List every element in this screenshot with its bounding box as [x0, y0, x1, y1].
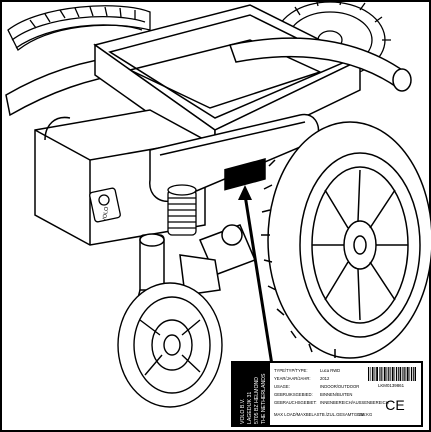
label-address-block: VOLO B.V. LAGEDIJK 31 5705 BZ HELMOND TH… — [240, 373, 267, 424]
leader-line — [243, 194, 274, 366]
drive-wheel — [261, 121, 431, 359]
rear-left-wheel — [7, 5, 151, 52]
label-row-value-3: INDOOR/OUTDOOR — [320, 384, 359, 389]
label-row-key-2: YEAR/JAAR/JAHR: — [274, 376, 311, 381]
front-caster-wheel — [117, 282, 223, 408]
label-address-line-2: LAGEDIJK 31 — [247, 392, 253, 424]
right-tube-frame — [229, 37, 412, 92]
label-address-line-3: 5705 BZ HELMOND — [254, 377, 260, 424]
leader-arrowhead — [238, 185, 252, 200]
identification-label: VOLO B.V. LAGEDIJK 31 5705 BZ HELMOND TH… — [231, 361, 423, 427]
label-address-line-4: THE NETHERLANDS — [261, 373, 267, 424]
label-address-line-1: VOLO B.V. — [240, 399, 246, 424]
label-row-value-1: Luca RWD — [320, 368, 340, 373]
label-row-value-2: 2012 — [320, 376, 330, 381]
volo-logo: VOLO — [89, 187, 121, 223]
serial-number: LKM0139861 — [378, 383, 405, 388]
label-row-value-4: BINNEN/BUITEN — [320, 392, 352, 397]
label-row-key-5: GEBRAUCHSGEBIET: — [274, 400, 317, 405]
label-address-band — [232, 362, 270, 426]
label-row-key-3: USAGE: — [274, 384, 290, 389]
label-location-marker — [224, 158, 266, 191]
label-row-key-4: GEBRUIKSGEBIED: — [274, 392, 313, 397]
ce-mark-icon: CE — [385, 397, 404, 413]
logo-text: VOLO — [102, 206, 111, 223]
barcode — [368, 367, 416, 381]
front-frame-tube — [149, 113, 320, 202]
suspension-spring — [167, 184, 197, 236]
label-row-value-5: INNENBEREICH/AUSSENBEREICH — [320, 400, 389, 405]
label-row-key-1: TYPE/TYP/TYPE: — [274, 368, 308, 373]
label-row-value-6: 136 KG — [358, 412, 372, 417]
label-row-key-6: MAX LOAD/MAXBELASTB./ZUL.GESAMTGEW.: — [274, 412, 366, 417]
label-rows: TYPE/TYP/TYPE: Luca RWD YEAR/JAAR/JAHR: … — [274, 368, 389, 417]
